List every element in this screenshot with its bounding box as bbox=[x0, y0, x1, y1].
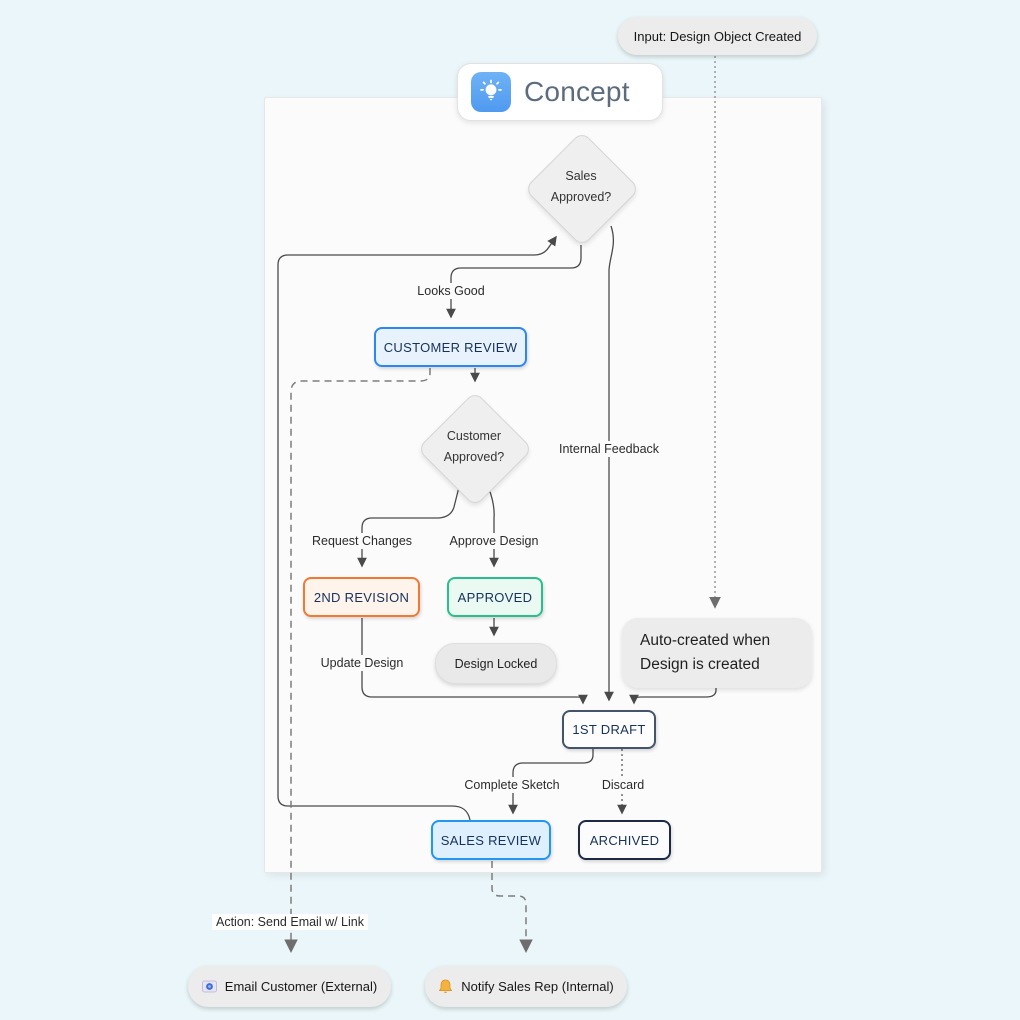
node-customer-review[interactable]: CUSTOMER REVIEW bbox=[374, 327, 527, 367]
input-pill[interactable]: Input: Design Object Created bbox=[618, 17, 817, 55]
decision-sales-approved-label: Sales Approved? bbox=[550, 169, 612, 204]
edge-internal-feedback bbox=[604, 225, 615, 702]
edge-label-discard: Discard bbox=[597, 777, 649, 793]
note-auto-created[interactable]: Auto-created when Design is created bbox=[622, 618, 812, 688]
lightbulb-icon bbox=[471, 72, 511, 112]
edge-label-approve-design: Approve Design bbox=[445, 533, 543, 549]
edge-sales-review-to-notify bbox=[491, 861, 533, 954]
bell-icon bbox=[438, 979, 453, 995]
node-1st-draft[interactable]: 1ST DRAFT bbox=[562, 710, 656, 749]
edge-label-looks-good: Looks Good bbox=[413, 283, 489, 299]
edge-sales-review-to-sales-approved bbox=[277, 235, 557, 821]
action-email-customer[interactable]: Email Customer (External) bbox=[188, 966, 391, 1007]
edge-label-action-send-email: Action: Send Email w/ Link bbox=[212, 914, 368, 930]
edge-label-complete-sketch: Complete Sketch bbox=[460, 777, 564, 793]
node-2nd-revision[interactable]: 2ND REVISION bbox=[303, 577, 420, 617]
edge-approve-design bbox=[488, 488, 499, 568]
action-email-customer-label: Email Customer (External) bbox=[224, 979, 378, 994]
decision-customer-approved-label: Customer Approved? bbox=[443, 429, 505, 464]
input-pill-label: Input: Design Object Created bbox=[633, 28, 802, 44]
edge-customer-review-to-email bbox=[284, 368, 431, 954]
edge-note-to-first-draft bbox=[629, 688, 717, 705]
edge-request-changes bbox=[357, 486, 460, 568]
node-design-locked[interactable]: Design Locked bbox=[435, 643, 557, 684]
node-archived[interactable]: ARCHIVED bbox=[578, 820, 671, 860]
node-approved[interactable]: APPROVED bbox=[447, 577, 543, 617]
node-sales-review[interactable]: SALES REVIEW bbox=[431, 820, 551, 860]
action-notify-sales-rep[interactable]: Notify Sales Rep (Internal) bbox=[425, 966, 627, 1007]
email-icon bbox=[201, 980, 217, 993]
diagram-panel bbox=[264, 97, 822, 873]
page-title: Concept bbox=[524, 76, 630, 107]
edge-looks-good bbox=[446, 245, 582, 319]
edge-label-update-design: Update Design bbox=[316, 655, 408, 671]
edge-label-request-changes: Request Changes bbox=[307, 533, 417, 549]
edge-complete-sketch bbox=[508, 749, 594, 815]
diagram-title: Concept bbox=[457, 63, 663, 121]
edge-update-design bbox=[361, 618, 588, 705]
edge-label-internal-feedback: Internal Feedback bbox=[554, 441, 664, 457]
action-notify-sales-rep-label: Notify Sales Rep (Internal) bbox=[461, 979, 614, 994]
